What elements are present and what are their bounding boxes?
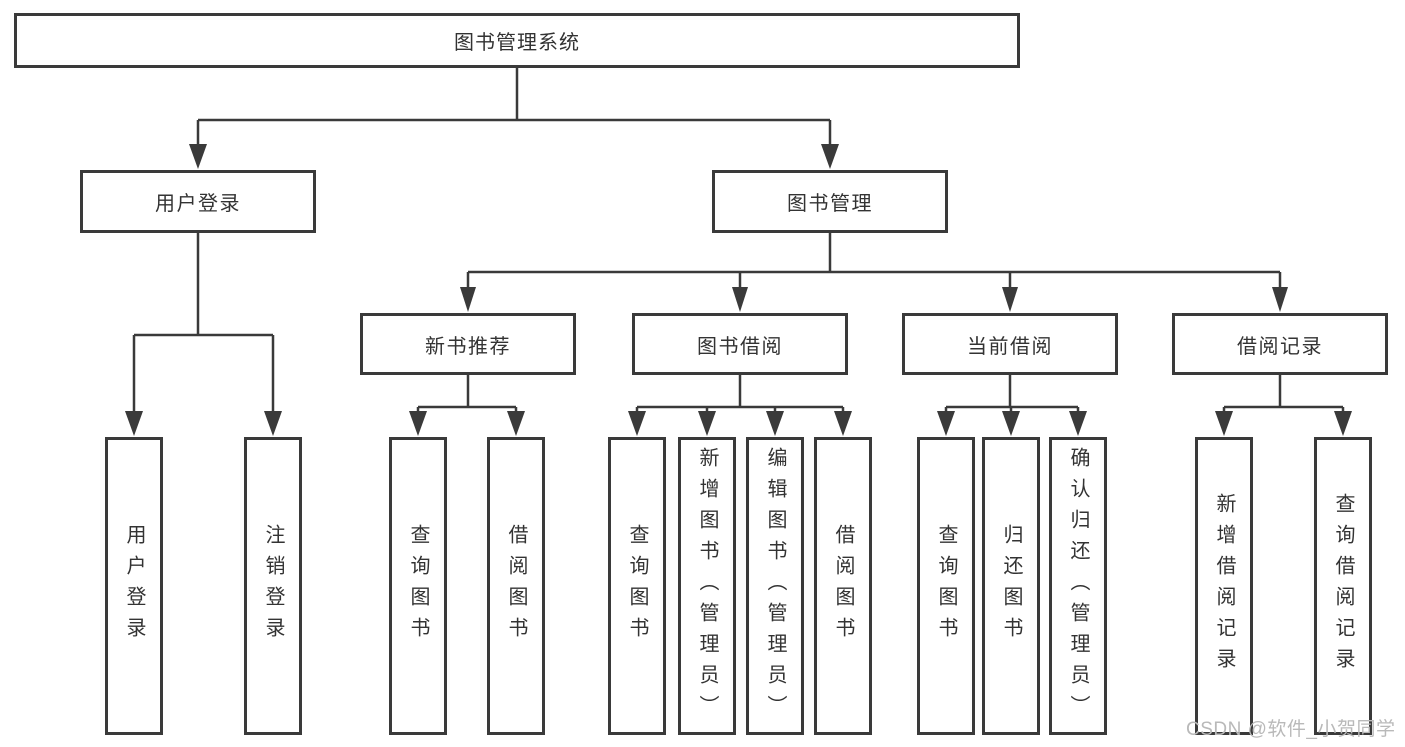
leaf-user-login: 用户登录 bbox=[105, 437, 163, 735]
node-borrowing-records: 借阅记录 bbox=[1172, 313, 1388, 375]
leaf-query-books-recommend: 查询图书 bbox=[389, 437, 447, 735]
csdn-watermark: CSDN @软件_小贺同学 bbox=[1186, 719, 1396, 740]
leaf-query-books-borrowing: 查询图书 bbox=[608, 437, 666, 735]
leaf-logout: 注销登录 bbox=[244, 437, 302, 735]
arrowheads bbox=[125, 144, 1352, 436]
node-book-management-branch: 图书管理 bbox=[712, 170, 948, 233]
node-user-login-branch: 用户登录 bbox=[80, 170, 316, 233]
node-new-book-recommendation: 新书推荐 bbox=[360, 313, 576, 375]
leaf-add-books-admin: 新增图书（管理员） bbox=[678, 437, 736, 735]
leaf-query-books-current: 查询图书 bbox=[917, 437, 975, 735]
leaf-borrow-books-recommend: 借阅图书 bbox=[487, 437, 545, 735]
leaf-borrow-books-borrowing: 借阅图书 bbox=[814, 437, 872, 735]
leaf-query-borrow-record: 查询借阅记录 bbox=[1314, 437, 1372, 735]
node-library-management-system: 图书管理系统 bbox=[14, 13, 1020, 68]
leaf-return-books: 归还图书 bbox=[982, 437, 1040, 735]
node-book-borrowing: 图书借阅 bbox=[632, 313, 848, 375]
leaf-add-borrow-record: 新增借阅记录 bbox=[1195, 437, 1253, 735]
node-current-borrowing: 当前借阅 bbox=[902, 313, 1118, 375]
leaf-confirm-return-admin: 确认归还（管理员） bbox=[1049, 437, 1107, 735]
leaf-edit-books-admin: 编辑图书（管理员） bbox=[746, 437, 804, 735]
